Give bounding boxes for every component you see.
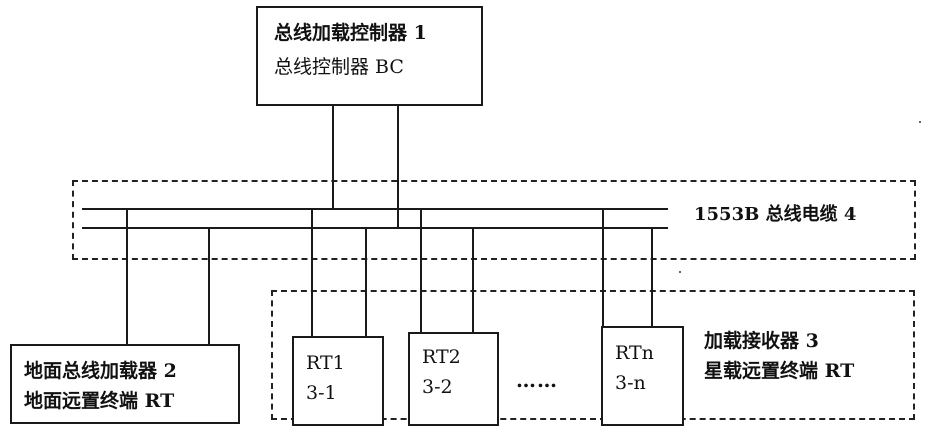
- bus-cable-label: 1553B 总线电缆 4: [694, 204, 857, 225]
- receiver-subtitle: 星载远置终端 RT: [704, 360, 855, 382]
- ground-loader-title: 地面总线加载器 2: [24, 360, 177, 382]
- bus-wiring: [82, 105, 921, 345]
- rtn-box: RTn 3-n: [601, 326, 684, 426]
- bus-controller-box: 总线加载控制器 1 总线控制器 BC: [256, 6, 483, 106]
- rt2-name: RT2: [422, 346, 461, 368]
- bus-cable-region: [72, 180, 916, 260]
- rt2-box: RT2 3-2: [408, 332, 499, 426]
- rtn-name: RTn: [615, 342, 654, 364]
- rt1-name: RT1: [306, 352, 345, 374]
- ground-loader-box: 地面总线加载器 2 地面远置终端 RT: [10, 344, 240, 424]
- rt-ellipsis: ……: [516, 368, 558, 392]
- rt1-id: 3-1: [306, 382, 337, 404]
- bus-controller-subtitle: 总线控制器 BC: [274, 56, 404, 78]
- receiver-title: 加载接收器 3: [704, 330, 819, 352]
- stray-dot: [919, 121, 921, 123]
- stray-dot: [679, 271, 681, 273]
- bus-controller-title: 总线加载控制器 1: [274, 22, 427, 44]
- rtn-id: 3-n: [615, 372, 646, 394]
- rt2-id: 3-2: [422, 376, 453, 398]
- rt1-box: RT1 3-1: [292, 336, 384, 426]
